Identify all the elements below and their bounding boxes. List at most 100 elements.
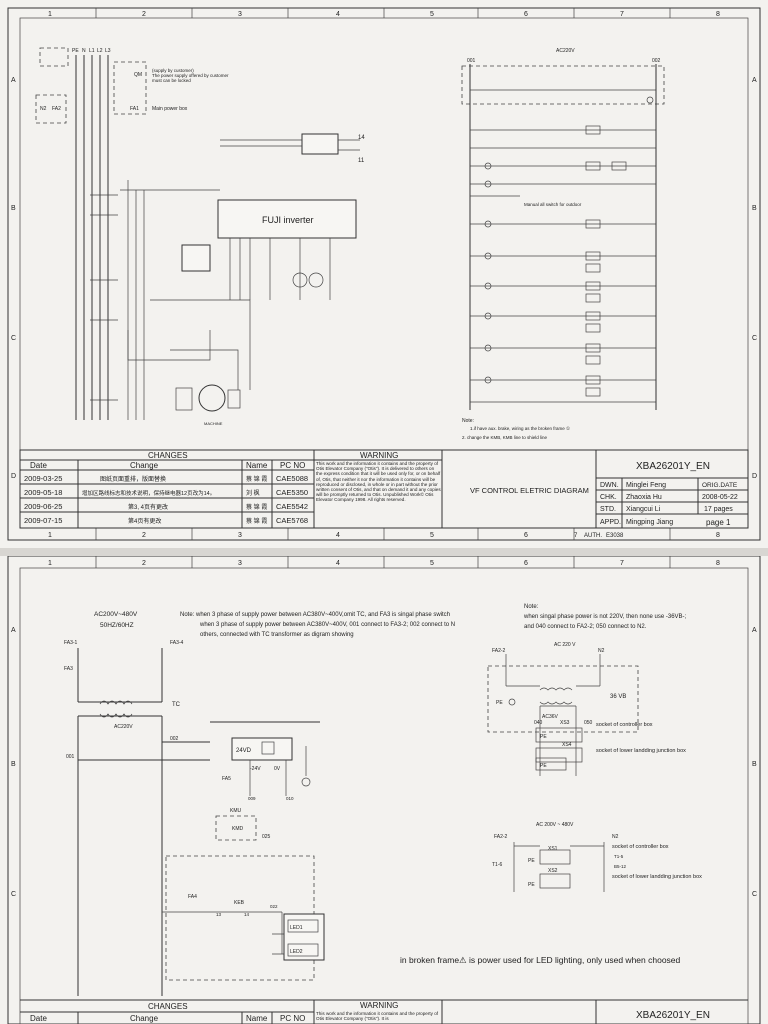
p2-fa5: FA5 (222, 776, 231, 782)
p2-row-a: A (11, 627, 16, 634)
p2-tc: TC (172, 702, 181, 708)
socket-circuit-200-480v: AC 200V ~ 480V FA2-2 N2 XS1 PE T1-6 sock… (492, 822, 702, 892)
chk-value: Zhaoxia Hu (626, 494, 662, 501)
p2-col-1: 1 (48, 560, 52, 567)
p2-row-b: B (11, 761, 16, 768)
change-3-name: 蔡 锦 霞 (246, 503, 267, 511)
p2-xs4: XS4 (562, 742, 572, 748)
change-1-date: 2009-03-25 (24, 474, 62, 483)
col-4: 4 (336, 11, 340, 18)
p2-kmd: KMD (232, 826, 244, 832)
col-8-b: 8 (716, 532, 720, 539)
p2-led1: LED1 (290, 925, 303, 931)
manual-switch-note: Manual all switch for outdoor (524, 202, 582, 207)
contact-14: 14 (358, 135, 365, 141)
p2-keb: KEB (234, 900, 245, 906)
p2-pe-2: PE (540, 734, 547, 740)
change-2-name: 刘 枫 (246, 489, 260, 497)
col-1-b: 1 (48, 532, 52, 539)
contact-11: 11 (358, 158, 365, 164)
p2-changes-title: CHANGES (148, 1002, 188, 1011)
sheet-page-1: 1 2 3 4 5 6 7 8 1 2 3 4 5 6 8 A B C D A … (0, 0, 768, 548)
n2-label: N2 (40, 106, 47, 112)
note-title: Note: (462, 418, 474, 424)
control-ladder: AC220V 001 002 (461, 48, 665, 440)
p2-n2: N2 (598, 648, 605, 654)
p2-0v: 0V (274, 766, 281, 772)
change-1-desc: 图纸页面重排，版面替换 (100, 475, 166, 483)
node-002: 002 (652, 58, 661, 64)
node-001: 001 (467, 58, 476, 64)
chk-label: CHK. (600, 494, 617, 501)
p2-doc-number: XBA26201Y_EN (636, 1010, 710, 1021)
p2-fa2-2: FA2-2 (492, 648, 506, 654)
std-label: STD. (600, 506, 616, 513)
p2-025: 025 (262, 834, 271, 840)
p2-ac220v-tc: AC220V (114, 724, 133, 730)
p2-header-change: Change (130, 1014, 159, 1023)
p2-ac36v: AC36V (542, 714, 559, 720)
col-8: 8 (716, 11, 720, 18)
warning-title: WARNING (360, 451, 398, 460)
origdate-label: ORIG.DATE (702, 482, 738, 489)
dwn-label: DWN. (600, 482, 619, 489)
col-7: 7 (620, 11, 624, 18)
auth-label: AUTH. (584, 533, 602, 539)
change-1-name: 蔡 锦 霞 (246, 475, 267, 483)
terminal-l1: L1 (89, 48, 95, 54)
p2-14: 14 (244, 912, 250, 917)
p2-t1-6: T1-6 (492, 862, 503, 868)
p2-note-3: others, connected with TC transformer as… (200, 632, 354, 638)
diagram-page-1: 1 2 3 4 5 6 7 8 1 2 3 4 5 6 8 A B C D A … (7, 7, 761, 541)
p2-sock-lower2: socket of lower landding junction box (612, 874, 702, 880)
p2-col-8: 8 (716, 560, 720, 567)
changes-header-pcno: PC NO (280, 461, 305, 470)
p2-sock-ctrl2: socket of controller box (612, 844, 669, 850)
p2-010: 010 (286, 796, 294, 801)
col-6: 6 (524, 11, 528, 18)
p2-pe-1: PE (496, 700, 503, 706)
col-2: 2 (142, 11, 146, 18)
col-5-b: 5 (430, 532, 434, 539)
p2-neg-24v: -24V (250, 766, 261, 772)
p2-ac200-480: AC 200V ~ 480V (536, 822, 574, 828)
changes-header-date: Date (30, 461, 47, 470)
col-1: 1 (48, 11, 52, 18)
page-number: page 1 (706, 518, 731, 527)
std-value: Xiangcui Li (626, 506, 661, 513)
change-3-desc: 第3, 4页有更改 (128, 503, 168, 511)
p2-col-5: 5 (430, 560, 434, 567)
row-a: A (11, 77, 16, 84)
p2-fa2-2b: FA2-2 (494, 834, 508, 840)
motor-symbol (198, 384, 226, 412)
p2-pe-5: PE (528, 882, 535, 888)
p2-led-note: in broken frame⚠ is power used for LED l… (400, 955, 681, 965)
terminal-n: N (82, 48, 86, 54)
motor-label: MACHINE (204, 421, 223, 426)
auth-value: E3038 (606, 533, 624, 539)
p2-pe-3: PE (540, 763, 547, 769)
p2-040: 040 (534, 720, 543, 726)
sheet-gap (0, 548, 768, 556)
appd-label: APPD. (600, 519, 621, 526)
changes-header-change: Change (130, 461, 159, 470)
doc-number: XBA26201Y_EN (636, 461, 710, 472)
brake-unit (181, 244, 211, 272)
col-3-b: 3 (238, 532, 242, 539)
p2-note-1: Note: when 3 phase of supply power betwe… (180, 612, 450, 618)
change-3-pcno: CAE5542 (276, 502, 308, 511)
row-b: B (11, 205, 16, 212)
origdate-value: 2008-05-22 (702, 494, 738, 501)
change-4-date: 2009-07-15 (24, 516, 62, 525)
socket-circuit-36v: AC 220 V FA2-2 N2 36 VB AC36V PE 040 050… (487, 642, 686, 776)
change-4-pcno: CAE5768 (276, 516, 308, 525)
p2-node-001: 001 (66, 754, 75, 760)
p2-kmu: KMU (230, 808, 242, 814)
p2-warning-text: This work and the information it contain… (316, 1011, 439, 1022)
terminal-l3: L3 (105, 48, 111, 54)
p2-row-a-r: A (752, 627, 757, 634)
title-block-2: CHANGES Date Change Name PC NO WARNING T… (20, 999, 748, 1024)
change-2-pcno: CAE5350 (276, 488, 308, 497)
p2-xs2: XS2 (548, 868, 558, 874)
col-2-b: 2 (142, 532, 146, 539)
